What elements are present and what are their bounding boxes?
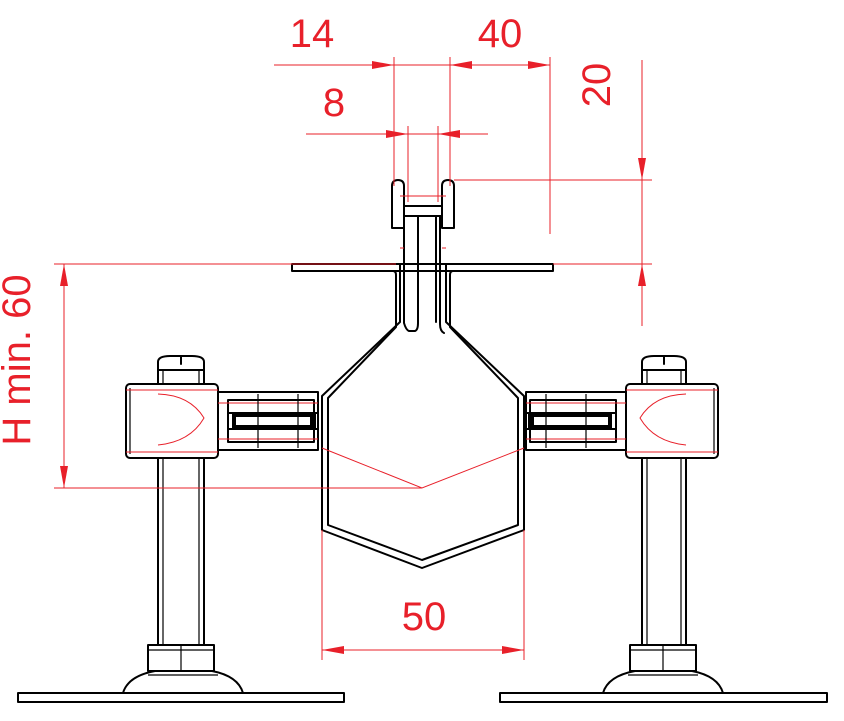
dim-40-label: 40 bbox=[478, 12, 523, 56]
left-base-plate bbox=[17, 692, 345, 703]
hex-loop-outer bbox=[321, 263, 525, 569]
left-top-tab bbox=[391, 179, 405, 229]
right-dome-pad bbox=[602, 670, 724, 694]
dim-h-min-label: H min. 60 bbox=[0, 274, 39, 445]
dim-8-label: 8 bbox=[323, 81, 345, 125]
right-top-tab bbox=[441, 179, 455, 229]
flange-plate bbox=[291, 263, 554, 272]
right-base-plate bbox=[499, 692, 828, 703]
left-clamp-arm bbox=[125, 383, 319, 459]
dim-50-label: 50 bbox=[402, 595, 447, 639]
right-clamp-arm bbox=[525, 383, 719, 459]
hex-loop-inner bbox=[327, 270, 519, 561]
dimension-lines bbox=[54, 57, 652, 660]
dim-14-label: 14 bbox=[290, 12, 335, 56]
left-dome-pad bbox=[122, 670, 244, 694]
hanger-body bbox=[291, 179, 554, 569]
dim-20-label: 20 bbox=[575, 63, 619, 108]
